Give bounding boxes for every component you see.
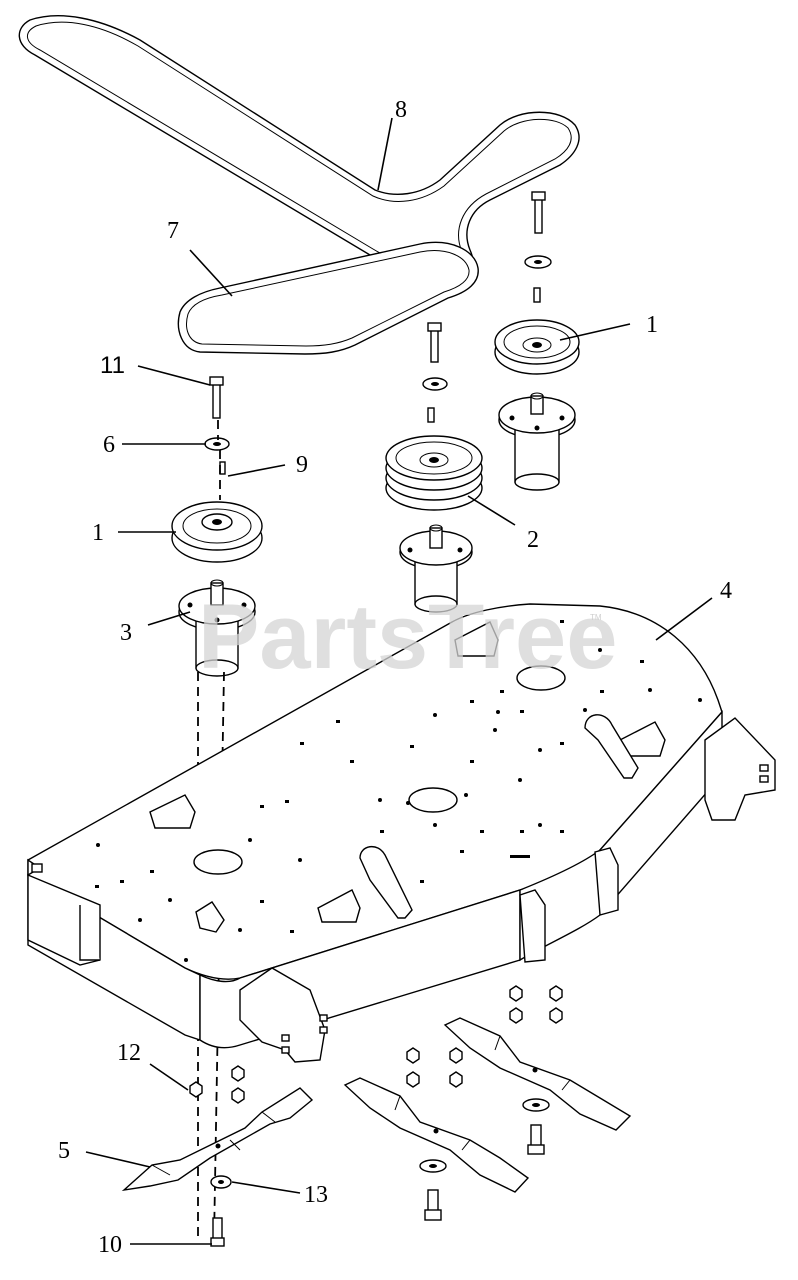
callout-1-right: 1: [646, 312, 658, 338]
belt-8[interactable]: [18, 15, 580, 281]
callout-11: 11: [100, 352, 125, 379]
blade-5-middle[interactable]: [343, 1077, 530, 1193]
watermark: PartsTree TM: [198, 586, 617, 688]
callout-3: 3: [120, 620, 132, 646]
callout-9: 9: [296, 452, 308, 478]
watermark-tm: TM: [590, 613, 602, 622]
callout-5: 5: [58, 1138, 70, 1164]
callout-6: 6: [103, 432, 115, 458]
watermark-text: PartsTree: [198, 586, 617, 688]
callout-4: 4: [720, 578, 732, 604]
blade-5-right[interactable]: [443, 1017, 632, 1131]
callout-10: 10: [98, 1232, 122, 1258]
callout-12: 12: [117, 1040, 141, 1066]
leader-lines: [85, 117, 713, 1245]
callout-8: 8: [395, 97, 407, 123]
callout-13: 13: [304, 1182, 328, 1208]
blade-5-left[interactable]: [121, 1087, 314, 1192]
spindle-stack-middle[interactable]: [385, 322, 483, 613]
callout-2: 2: [527, 527, 539, 553]
spindle-stack-left[interactable]: [171, 376, 263, 677]
belt-7[interactable]: [177, 241, 479, 355]
callout-1-left: 1: [92, 520, 104, 546]
spindle-stack-right[interactable]: [494, 191, 580, 491]
callout-7: 7: [167, 218, 179, 244]
callouts: 8 7 1 11 6 9 1 2 4 3 12 5 13 10: [58, 97, 732, 1258]
hardware-under-deck[interactable]: [189, 985, 563, 1247]
mower-deck-4[interactable]: [27, 603, 776, 1063]
